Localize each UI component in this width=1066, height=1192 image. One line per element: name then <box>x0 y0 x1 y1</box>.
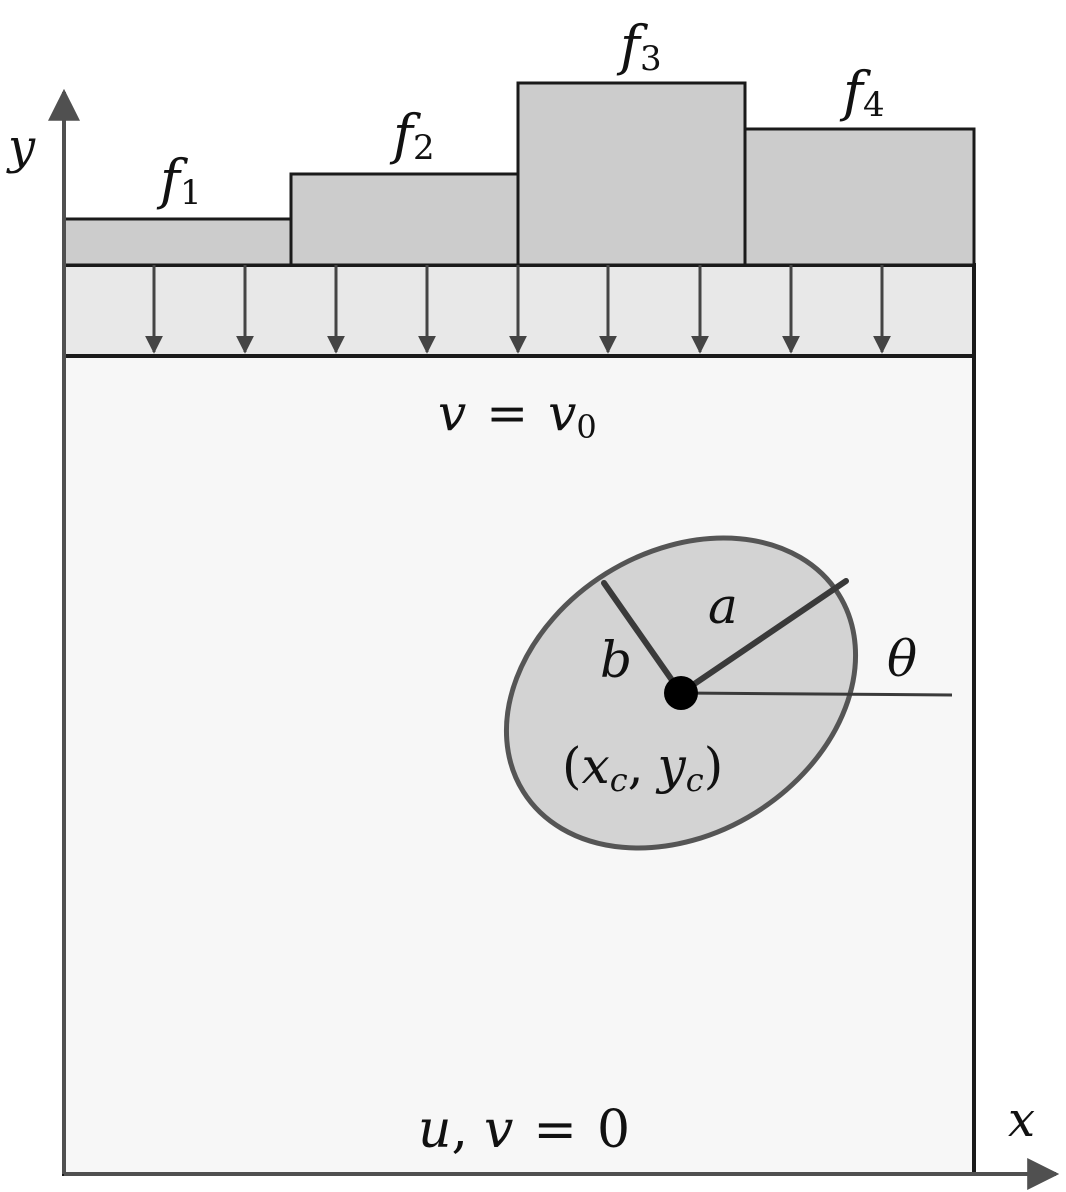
bottom-bc-u: u <box>418 1100 452 1160</box>
center-close-paren: ) <box>704 737 724 795</box>
load-step-4 <box>743 127 976 267</box>
center-y-subscript: c <box>686 761 704 799</box>
semi-axis-b-line <box>601 580 684 696</box>
top-bc-rhs: v <box>548 384 576 442</box>
center-comma: , <box>628 737 644 795</box>
semi-axis-a-label: a <box>708 577 738 635</box>
force-label-4: f4 <box>839 60 885 125</box>
ellipse-center-point <box>664 676 698 710</box>
bottom-boundary-condition: u,v = 0 <box>418 1100 630 1160</box>
center-x: x <box>582 737 610 795</box>
force-label-2-subscript: 2 <box>413 128 435 168</box>
semi-axis-b-label: b <box>600 631 632 689</box>
load-step-2 <box>289 172 520 267</box>
center-x-subscript: c <box>610 761 628 799</box>
load-step-3 <box>516 81 747 267</box>
force-label-3-subscript: 3 <box>640 39 662 79</box>
load-step-1 <box>62 217 293 267</box>
top-bc-rhs-subscript: 0 <box>576 408 596 446</box>
force-label-3: f3 <box>616 14 662 79</box>
top-bc-equals: = <box>486 384 528 442</box>
top-boundary-condition: v=v0 <box>438 384 597 446</box>
y-axis-label: y <box>6 119 36 175</box>
bottom-bc-zero: 0 <box>597 1100 630 1160</box>
bottom-bc-comma: , <box>452 1100 469 1160</box>
bottom-bc-equals: = <box>533 1100 577 1160</box>
angle-reference-line <box>680 691 953 697</box>
center-y: y <box>656 737 687 795</box>
force-label-1: f1 <box>156 148 202 213</box>
top-bc-lhs: v <box>438 384 466 442</box>
force-label-1-subscript: 1 <box>180 173 202 213</box>
angle-theta-label: θ <box>887 630 917 688</box>
ellipse-center-label: (xc,yc) <box>562 737 723 799</box>
semi-axis-a-line <box>678 578 849 696</box>
bottom-bc-v: v <box>484 1100 513 1160</box>
x-axis-label: x <box>1008 1092 1035 1148</box>
force-label-2: f2 <box>389 103 435 168</box>
load-arrows <box>145 265 891 354</box>
center-open-paren: ( <box>562 737 582 795</box>
force-label-4-subscript: 4 <box>863 85 885 125</box>
